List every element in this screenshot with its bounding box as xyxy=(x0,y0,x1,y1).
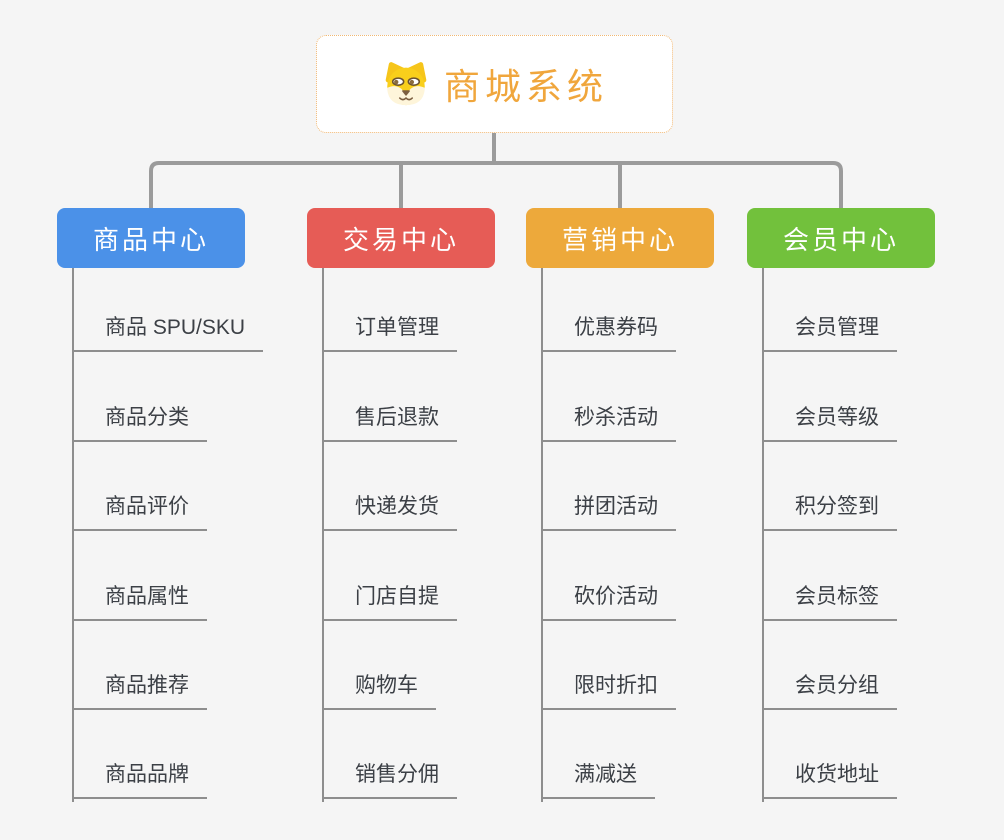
branch-child-connector xyxy=(762,268,764,802)
child-topic[interactable]: 售后退款 xyxy=(322,405,457,442)
child-topic[interactable]: 销售分佣 xyxy=(322,762,457,799)
branch-child-connector xyxy=(322,268,324,802)
branch-topic-members[interactable]: 会员中心 xyxy=(747,208,935,268)
child-topic[interactable]: 优惠券码 xyxy=(541,315,676,352)
branch-column-products: 商品中心 商品 SPU/SKU 商品分类 商品评价 商品属性 商品推荐 商品品牌 xyxy=(57,0,297,840)
child-topic[interactable]: 订单管理 xyxy=(322,315,457,352)
child-topic[interactable]: 会员等级 xyxy=(762,405,897,442)
child-topic[interactable]: 砍价活动 xyxy=(541,584,676,621)
root-topic[interactable]: 商城系统 xyxy=(316,35,673,133)
child-topic[interactable]: 会员标签 xyxy=(762,584,897,621)
child-topic[interactable]: 限时折扣 xyxy=(541,673,676,710)
child-topic[interactable]: 积分签到 xyxy=(762,494,897,531)
branch-column-marketing: 营销中心 优惠券码 秒杀活动 拼团活动 砍价活动 限时折扣 满减送 xyxy=(526,0,766,840)
branch-child-connector xyxy=(541,268,543,802)
child-topic[interactable]: 商品评价 xyxy=(72,494,207,531)
branch-topic-products[interactable]: 商品中心 xyxy=(57,208,245,268)
child-topic[interactable]: 快递发货 xyxy=(322,494,457,531)
child-topic[interactable]: 秒杀活动 xyxy=(541,405,676,442)
branch-column-members: 会员中心 会员管理 会员等级 积分签到 会员标签 会员分组 收货地址 xyxy=(747,0,987,840)
child-topic[interactable]: 购物车 xyxy=(322,673,436,710)
child-topic[interactable]: 商品推荐 xyxy=(72,673,207,710)
shiba-dog-icon xyxy=(385,62,427,106)
child-topic[interactable]: 会员分组 xyxy=(762,673,897,710)
branch-topic-marketing[interactable]: 营销中心 xyxy=(526,208,714,268)
child-topic[interactable]: 门店自提 xyxy=(322,584,457,621)
child-topic[interactable]: 会员管理 xyxy=(762,315,897,352)
child-topic[interactable]: 收货地址 xyxy=(762,762,897,799)
branch-column-trade: 交易中心 订单管理 售后退款 快递发货 门店自提 购物车 销售分佣 xyxy=(307,0,547,840)
child-topic[interactable]: 商品属性 xyxy=(72,584,207,621)
child-topic[interactable]: 商品分类 xyxy=(72,405,207,442)
branch-topic-trade[interactable]: 交易中心 xyxy=(307,208,495,268)
branch-child-connector xyxy=(72,268,74,802)
child-topic[interactable]: 商品 SPU/SKU xyxy=(72,315,264,352)
child-topic[interactable]: 商品品牌 xyxy=(72,762,207,799)
child-topic[interactable]: 拼团活动 xyxy=(541,494,676,531)
child-topic[interactable]: 满减送 xyxy=(541,762,655,799)
root-topic-title: 商城系统 xyxy=(443,66,608,107)
